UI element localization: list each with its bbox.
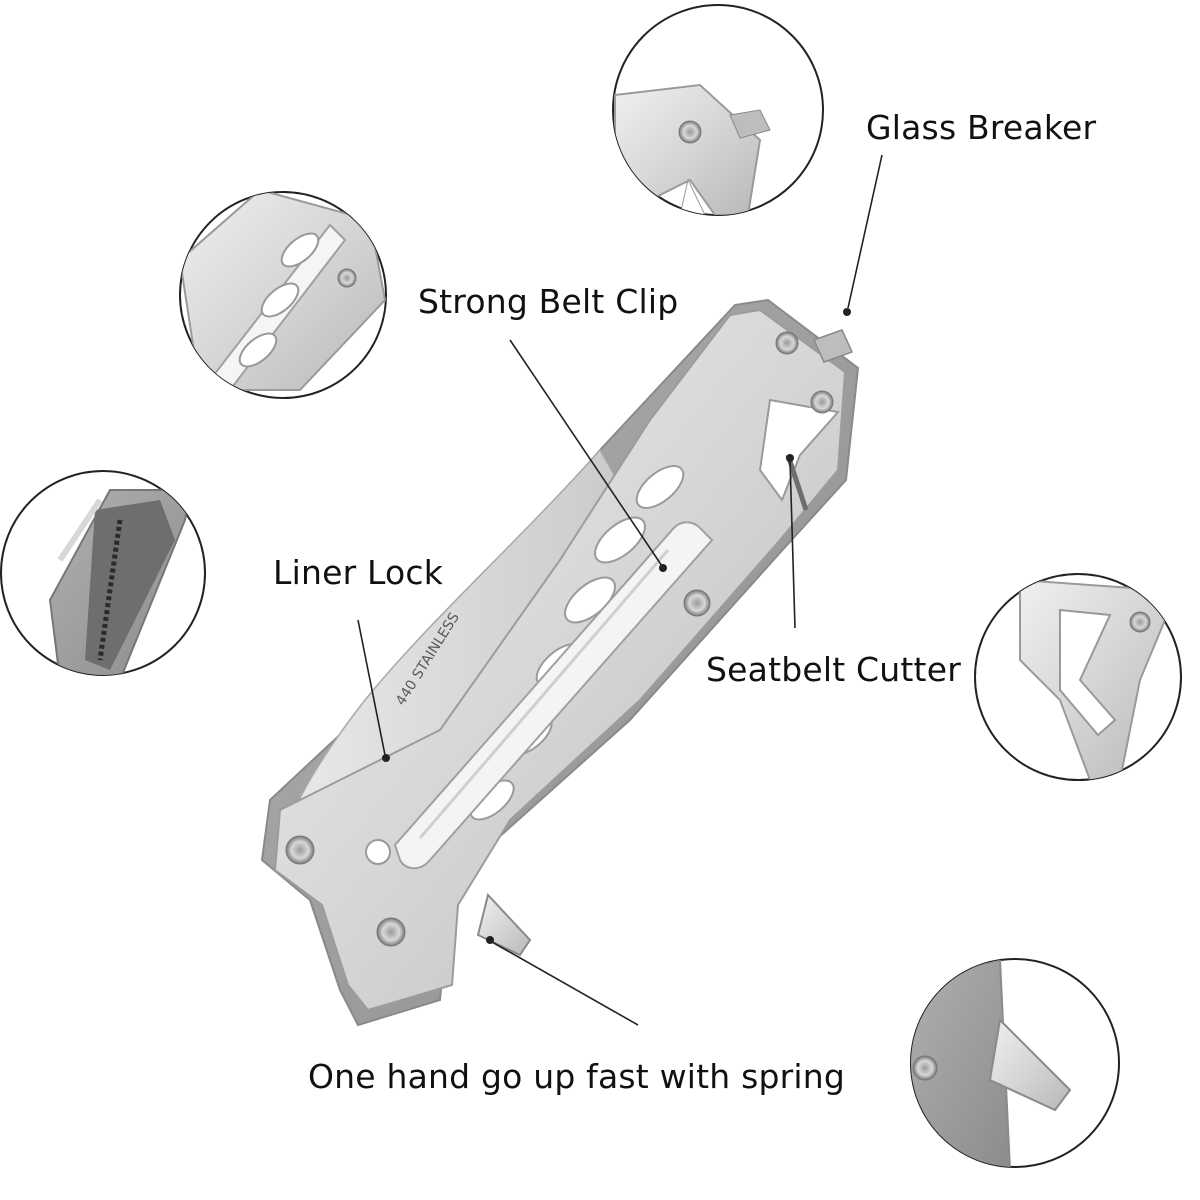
leader-belt-clip — [509, 339, 663, 567]
leader-glass-breaker — [847, 154, 883, 309]
detail-liner-lock — [0, 470, 206, 676]
belt-clip — [393, 521, 714, 870]
leader-liner-lock — [357, 619, 386, 756]
handle-screws — [285, 589, 711, 947]
label-glass-breaker: Glass Breaker — [866, 108, 1097, 147]
label-one-hand: One hand go up fast with spring — [308, 1057, 846, 1096]
glass-breaker-tip — [775, 329, 854, 414]
detail-glass-breaker — [612, 4, 824, 216]
detail-flipper — [910, 958, 1120, 1168]
label-liner-lock: Liner Lock — [273, 553, 444, 592]
label-seatbelt-cutter: Seatbelt Cutter — [706, 650, 961, 689]
main-knife — [260, 298, 860, 1027]
leader-seatbelt-cutter — [789, 459, 796, 629]
leader-flipper — [491, 941, 639, 1026]
flipper-tab — [476, 892, 532, 957]
detail-belt-clip — [179, 191, 387, 399]
label-belt-clip: Strong Belt Clip — [418, 282, 679, 321]
leader-lines — [357, 154, 883, 1026]
detail-seatbelt-cutter — [974, 573, 1182, 781]
